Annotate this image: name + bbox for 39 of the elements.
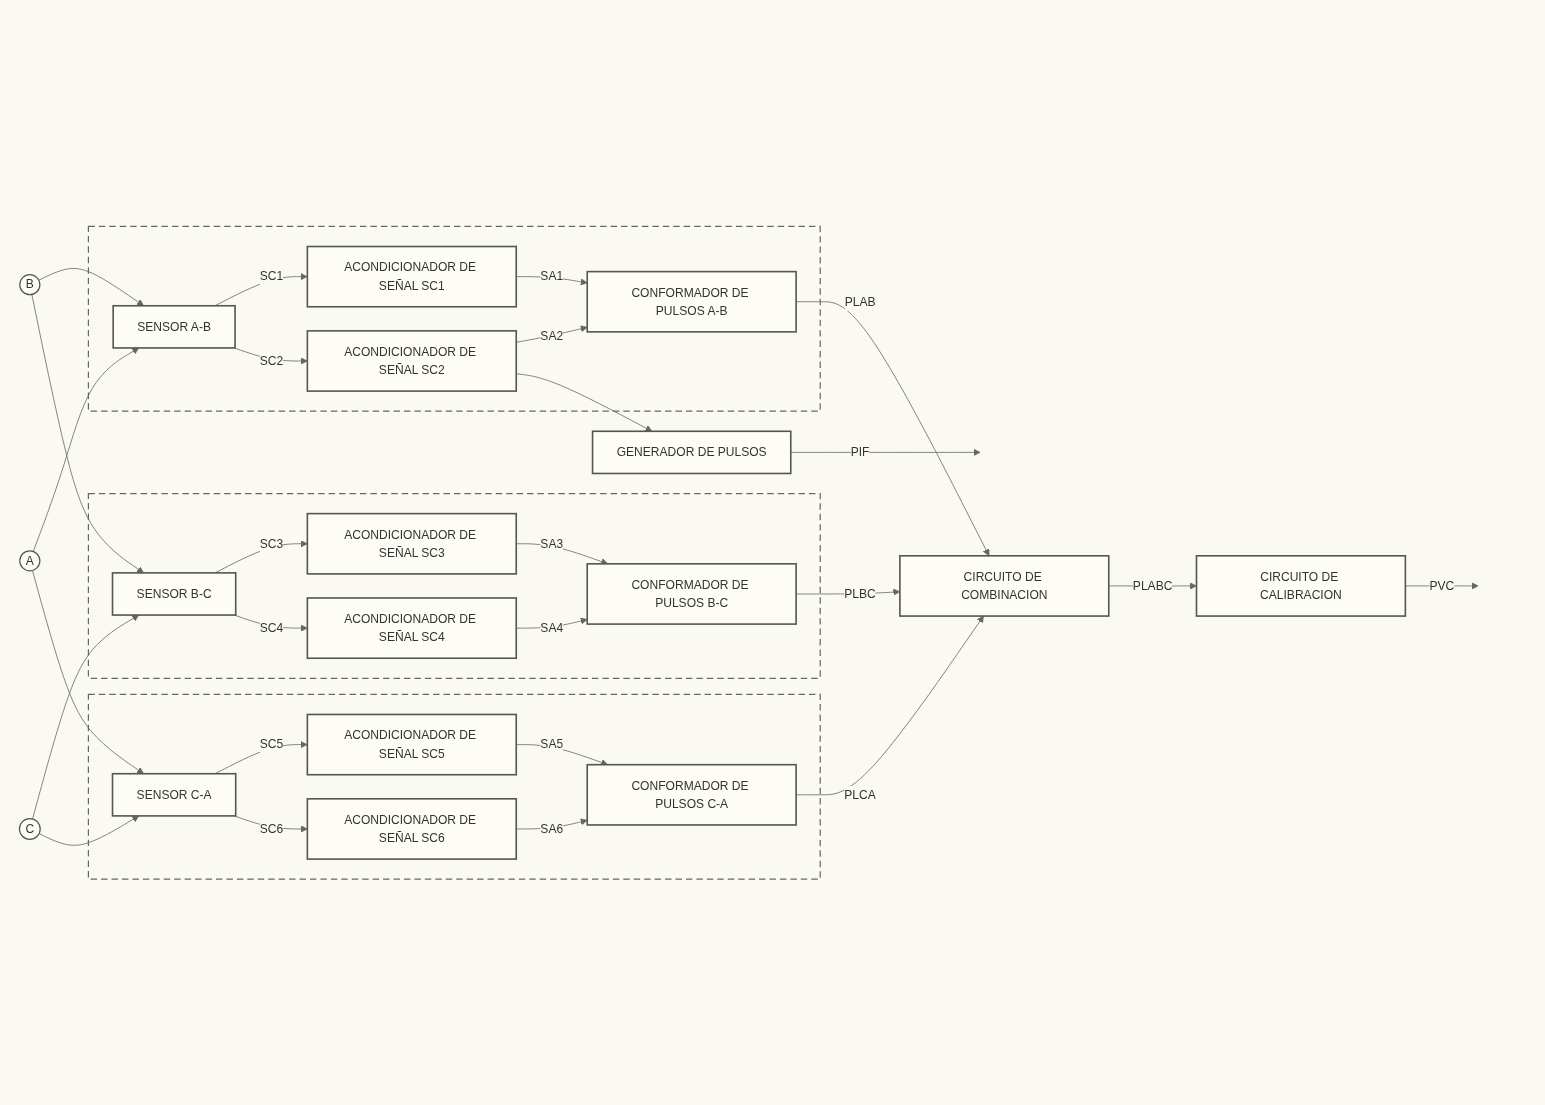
node-box: CONFORMADOR DE PULSOS C-A [585, 763, 797, 826]
node-box: CONFORMADOR DE PULSOS A-B [585, 270, 797, 333]
edge-label: SC4 [259, 620, 283, 635]
cluster [87, 693, 821, 880]
edge-label: SC2 [259, 353, 283, 367]
edge-label: SC5 [259, 736, 283, 751]
edge-label: SC6 [259, 821, 283, 835]
edge-label: SA6 [539, 821, 563, 835]
cluster [87, 225, 821, 412]
edge-label: SC3 [259, 536, 283, 550]
node-circle: B [18, 273, 40, 296]
edge-label: PLBC [843, 586, 876, 600]
edge-label: PVC [1428, 578, 1454, 592]
edge-label: PIF [850, 444, 869, 459]
edge-label: SA2 [539, 328, 563, 342]
node-box: ACONDICIONADOR DE SEÑAL SC4 [306, 596, 517, 659]
node-box: ACONDICIONADOR DE SEÑAL SC5 [306, 713, 517, 776]
edge-label: SA4 [539, 620, 563, 635]
node-box: ACONDICIONADOR DE SEÑAL SC6 [306, 797, 517, 860]
edge-label: SA1 [539, 268, 563, 283]
edge-label: SA3 [539, 536, 563, 550]
node-box: SENSOR A-B [111, 304, 236, 349]
cluster [87, 492, 821, 679]
node-box: ACONDICIONADOR DE SEÑAL SC1 [306, 245, 517, 308]
node-box: ACONDICIONADOR DE SEÑAL SC2 [306, 329, 517, 392]
edge-label: PLAB [844, 294, 875, 308]
node-circle: A [18, 549, 40, 572]
node-box: SENSOR C-A [111, 772, 236, 817]
node-box: SENSOR B-C [111, 571, 236, 616]
node-box: CIRCUITO DE COMBINACION [898, 554, 1110, 617]
node-box: CIRCUITO DE CALIBRACION [1195, 554, 1406, 617]
node-box: CONFORMADOR DE PULSOS B-C [585, 562, 797, 625]
node-box: GENERADOR DE PULSOS [591, 430, 792, 474]
node-circle: C [18, 817, 41, 840]
node-box: ACONDICIONADOR DE SEÑAL SC3 [306, 512, 517, 575]
edge-label: PLCA [843, 787, 876, 801]
edge-label: PLABC [1132, 578, 1172, 592]
edge-label: SA5 [539, 736, 563, 751]
edge-label: SC1 [259, 268, 283, 283]
